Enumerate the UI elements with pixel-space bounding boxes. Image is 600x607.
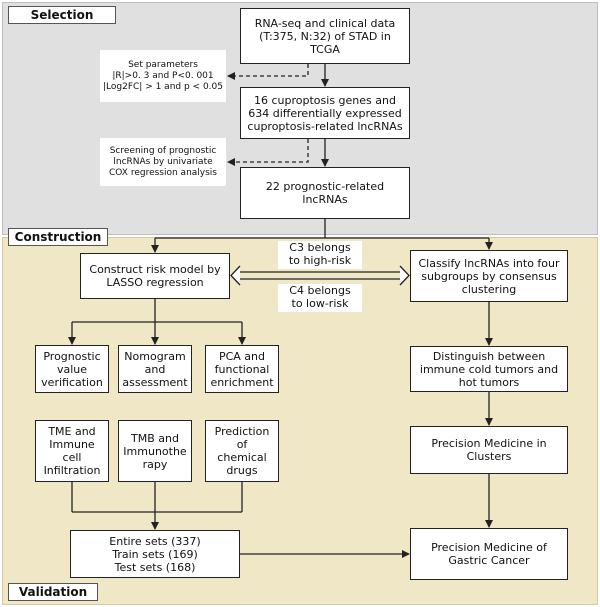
pca-box: PCA and functional enrichment: [205, 345, 279, 393]
arrow-screening-note: [227, 139, 309, 166]
section-label-construction: Construction: [8, 228, 108, 246]
double-arrow-left-head: [230, 265, 241, 286]
classify-clusters-box: Classify lncRNAs into four subgroups by …: [410, 250, 568, 302]
tme-box: TME and Immune cell Infiltration: [35, 420, 109, 482]
double-arrow-right-head: [399, 265, 410, 286]
immune-tumors-box: Distinguish between immune cold tumors a…: [410, 346, 568, 392]
risk-model-box: Construct risk model by LASSO regression: [80, 253, 230, 299]
prognostic-lncrnas-box: 22 prognostic-related lncRNAs: [240, 167, 410, 219]
screening-note: Screening of prognostic lncRNAs by univa…: [100, 138, 226, 186]
section-label-validation: Validation: [8, 583, 98, 601]
cuproptosis-genes-box: 16 cuproptosis genes and 634 differentia…: [240, 87, 410, 139]
precision-clusters-box: Precision Medicine in Clusters: [410, 426, 568, 474]
prediction-box: Prediction of chemical drugs: [205, 420, 279, 482]
c4-low-risk-label: C4 belongs to low-risk: [278, 284, 362, 312]
arrow-parameters-note: [227, 64, 309, 80]
parameters-note: Set parameters |R|>0. 3 and P<0. 001 |Lo…: [100, 50, 226, 102]
c3-high-risk-label: C3 belongs to high-risk: [278, 241, 362, 269]
prognostic-value-box: Prognostic value verification: [35, 345, 109, 393]
rnaseq-data-box: RNA-seq and clinical data (T:375, N:32) …: [240, 8, 410, 64]
tmb-box: TMB and Immunothe rapy: [118, 420, 192, 482]
section-label-selection: Selection: [8, 6, 116, 24]
precision-gastric-box: Precision Medicine of Gastric Cancer: [410, 528, 568, 580]
data-sets-box: Entire sets (337) Train sets (169) Test …: [70, 530, 240, 578]
nomogram-box: Nomogram and assessment: [118, 345, 192, 393]
